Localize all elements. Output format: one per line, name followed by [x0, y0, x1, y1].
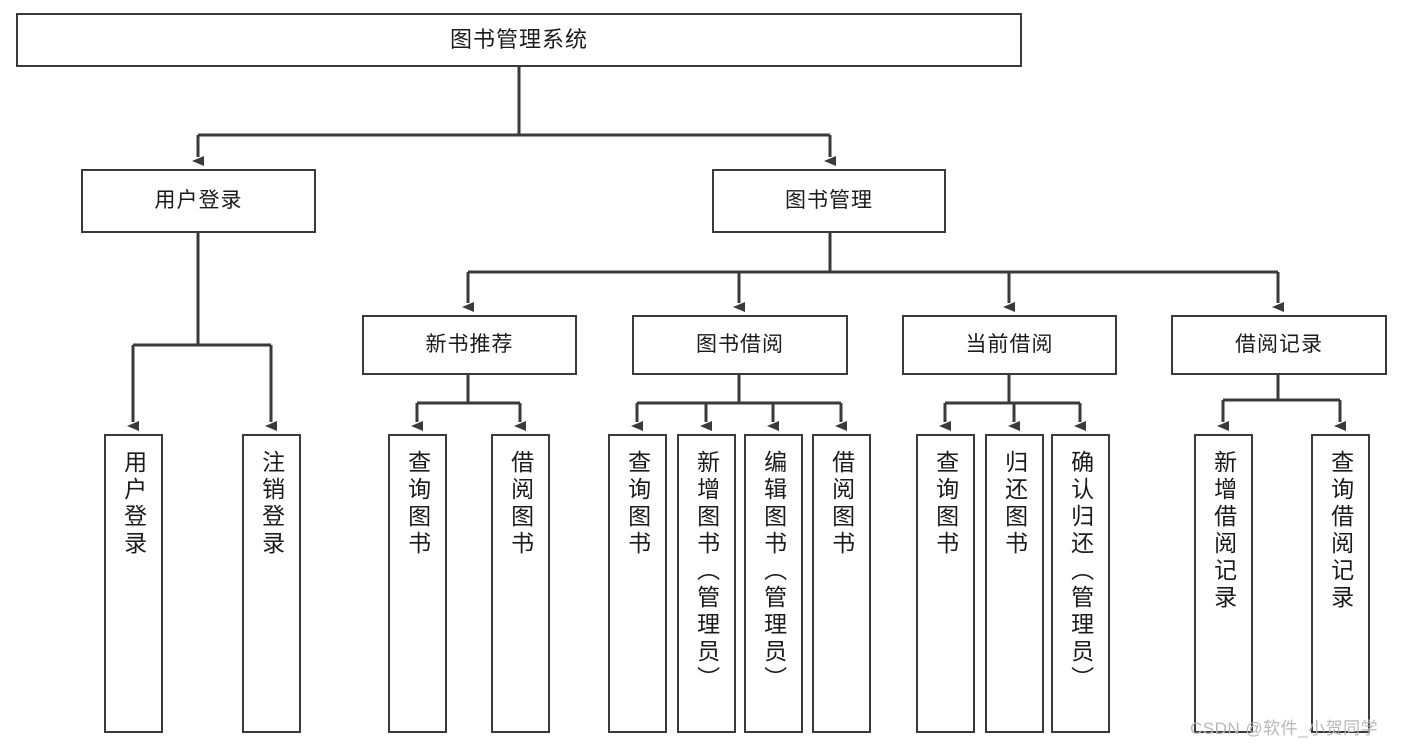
node-user-login[interactable]: 用户登录: [81, 169, 316, 233]
node-leaf-borrow-book-1-label: 借阅图书: [507, 450, 534, 558]
node-leaf-query-record[interactable]: 查询借阅记录: [1311, 434, 1370, 733]
node-book-borrow[interactable]: 图书借阅: [632, 315, 848, 375]
node-leaf-query-book-2-label: 查询图书: [624, 450, 651, 558]
node-leaf-query-book-3[interactable]: 查询图书: [916, 434, 975, 733]
node-leaf-add-book-label: 新增图书（管理员）: [693, 450, 720, 693]
node-leaf-add-record-label: 新增借阅记录: [1210, 450, 1237, 612]
node-leaf-user-login-label: 用户登录: [120, 450, 147, 558]
node-borrow-record[interactable]: 借阅记录: [1171, 315, 1387, 375]
node-leaf-return-book[interactable]: 归还图书: [985, 434, 1044, 733]
node-book-manage-label: 图书管理: [785, 189, 873, 213]
node-leaf-query-record-label: 查询借阅记录: [1327, 450, 1354, 612]
node-leaf-confirm-return[interactable]: 确认归还（管理员）: [1051, 434, 1110, 733]
node-leaf-logout-login[interactable]: 注销登录: [242, 434, 301, 733]
watermark-text: CSDN @软件_小贺同学: [1190, 719, 1379, 738]
node-root[interactable]: 图书管理系统: [16, 13, 1022, 67]
node-new-book-recommend[interactable]: 新书推荐: [362, 315, 577, 375]
node-leaf-edit-book[interactable]: 编辑图书（管理员）: [744, 434, 803, 733]
node-book-manage[interactable]: 图书管理: [712, 169, 946, 233]
node-leaf-confirm-return-label: 确认归还（管理员）: [1067, 450, 1094, 693]
node-root-label: 图书管理系统: [449, 26, 588, 52]
node-current-borrow-label: 当前借阅: [965, 333, 1054, 357]
node-leaf-add-record[interactable]: 新增借阅记录: [1194, 434, 1253, 733]
node-leaf-user-login[interactable]: 用户登录: [104, 434, 163, 733]
node-leaf-query-book-1-label: 查询图书: [404, 450, 431, 558]
node-leaf-query-book-2[interactable]: 查询图书: [608, 434, 667, 733]
node-leaf-logout-login-label: 注销登录: [258, 450, 285, 558]
node-leaf-borrow-book-2-label: 借阅图书: [828, 450, 855, 558]
node-leaf-return-book-label: 归还图书: [1001, 450, 1028, 558]
node-book-borrow-label: 图书借阅: [696, 333, 784, 357]
node-current-borrow[interactable]: 当前借阅: [902, 315, 1117, 375]
node-leaf-add-book[interactable]: 新增图书（管理员）: [677, 434, 736, 733]
node-leaf-borrow-book-2[interactable]: 借阅图书: [812, 434, 871, 733]
node-leaf-query-book-3-label: 查询图书: [932, 450, 959, 558]
node-new-book-recommend-label: 新书推荐: [425, 333, 514, 357]
node-borrow-record-label: 借阅记录: [1235, 333, 1323, 357]
node-leaf-borrow-book-1[interactable]: 借阅图书: [491, 434, 550, 733]
node-leaf-query-book-1[interactable]: 查询图书: [388, 434, 447, 733]
node-leaf-edit-book-label: 编辑图书（管理员）: [760, 450, 787, 693]
node-user-login-label: 用户登录: [154, 189, 243, 213]
